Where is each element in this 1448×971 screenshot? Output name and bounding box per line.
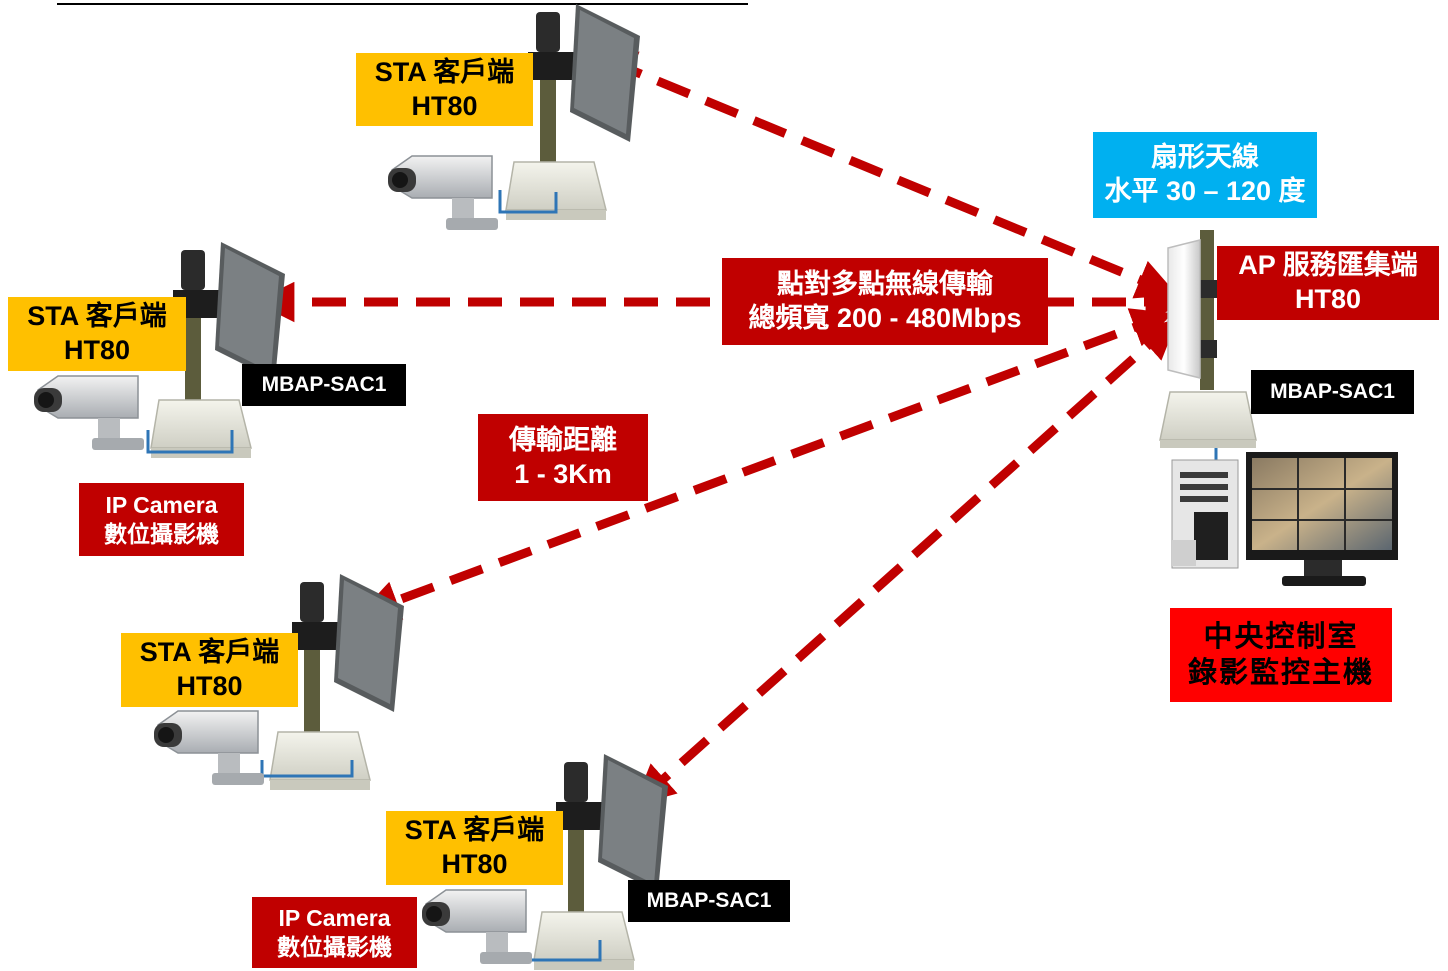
ip-camera-icon xyxy=(387,155,499,231)
station-4-camera-label-line2: 數位攝影機 xyxy=(277,933,392,960)
distance-label-line1: 傳輸距離 xyxy=(509,424,617,455)
ap-site-equipment xyxy=(1159,230,1398,586)
link-label-line1: 點對多點無線傳輸 xyxy=(777,268,993,299)
station-2-label-line1: STA 客戶端 xyxy=(27,301,167,332)
station-2-camera-label: IP Camera 數位攝影機 xyxy=(79,483,244,556)
station-2-label-line2: HT80 xyxy=(63,335,131,365)
station-3-label-line2: HT80 xyxy=(176,671,243,701)
station-4-camera-label: IP Camera 數位攝影機 xyxy=(252,897,417,968)
link-arrow-sta1 xyxy=(594,51,1178,299)
sector-antenna-label: 扇形天線 水平 30 – 120 度 xyxy=(1093,132,1317,218)
radio-enclosure-icon xyxy=(1159,391,1257,441)
ap-label-line1: AP 服務匯集端 xyxy=(1238,250,1418,281)
station-2-equipment xyxy=(33,241,286,459)
station-2-camera-label-line1: IP Camera xyxy=(105,491,218,518)
ip-camera-icon xyxy=(33,375,145,451)
link-label: 點對多點無線傳輸 總頻寬 200 - 480Mbps xyxy=(722,258,1048,345)
station-4-camera-label-line1: IP Camera xyxy=(278,904,391,931)
link-arrow-sta4 xyxy=(633,318,1179,806)
station-2-device-label: MBAP-SAC1 xyxy=(242,364,406,406)
sector-antenna-icon xyxy=(1167,239,1201,379)
link-label-line2: 總頻寬 200 - 480Mbps xyxy=(748,302,1022,333)
station-1-label: STA 客戶端 HT80 xyxy=(356,53,533,126)
pc-tower-icon xyxy=(1171,459,1239,569)
station-3-label: STA 客戶端 HT80 xyxy=(121,633,298,707)
station-2-label: STA 客戶端 HT80 xyxy=(8,297,186,371)
ap-label-line2: HT80 xyxy=(1294,284,1362,314)
ap-device-label: MBAP-SAC1 xyxy=(1251,370,1414,414)
ap-device-label-text: MBAP-SAC1 xyxy=(1270,379,1395,403)
station-2-camera-label-line2: 數位攝影機 xyxy=(104,520,219,547)
control-room-label: 中央控制室 錄影監控主機 xyxy=(1170,608,1392,702)
station-1-label-line2: HT80 xyxy=(411,90,478,121)
distance-label: 傳輸距離 1 - 3Km xyxy=(478,414,648,501)
control-room-label-line1: 中央控制室 xyxy=(1203,620,1359,653)
station-2-device-label-text: MBAP-SAC1 xyxy=(261,372,387,396)
distance-label-line2: 1 - 3Km xyxy=(514,458,612,489)
station-4-label-line1: STA 客戶端 xyxy=(404,815,545,846)
station-4-device-label-text: MBAP-SAC1 xyxy=(646,888,772,912)
station-3-equipment xyxy=(153,573,405,791)
station-4-label: STA 客戶端 HT80 xyxy=(386,811,563,885)
ip-camera-icon xyxy=(153,710,265,786)
wireless-links xyxy=(253,51,1187,806)
station-3-label-line1: STA 客戶端 xyxy=(139,637,280,668)
station-4-device-label: MBAP-SAC1 xyxy=(628,880,790,922)
station-4-label-line2: HT80 xyxy=(441,849,508,879)
ap-label: AP 服務匯集端 HT80 xyxy=(1217,246,1439,320)
station-4-equipment xyxy=(421,753,669,971)
ip-camera-icon xyxy=(421,889,533,965)
station-1-label-line1: STA 客戶端 xyxy=(374,56,515,87)
sector-antenna-label-line1: 扇形天線 xyxy=(1151,142,1259,173)
pole-icon xyxy=(1200,230,1214,390)
station-1-equipment xyxy=(387,3,641,231)
control-room-label-line2: 錄影監控主機 xyxy=(1187,657,1374,689)
monitor-icon xyxy=(1246,452,1398,586)
sector-antenna-label-line2: 水平 30 – 120 度 xyxy=(1104,176,1306,206)
